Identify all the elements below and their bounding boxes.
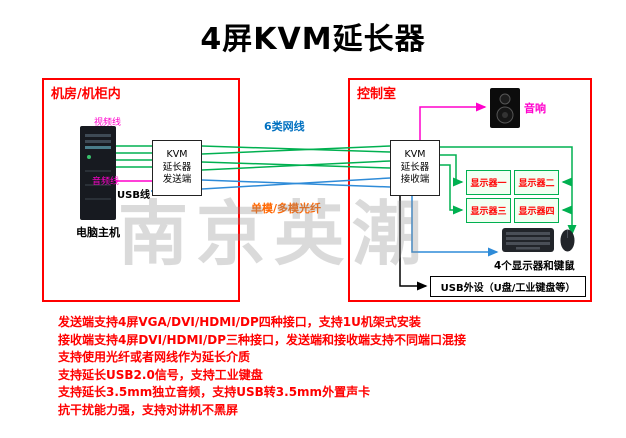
feature-line: 发送端支持4屏VGA/DVI/HDMI/DP四种接口，支持1U机架式安装 (58, 315, 421, 329)
kvm-transmitter-box: KVM 延长器 发送端 (152, 140, 202, 196)
audio-cable-label: 音频线 (92, 177, 120, 187)
room-control: 控制室 (348, 78, 592, 302)
speaker-label: 音响 (524, 102, 546, 115)
room-left-label: 机房/机柜内 (51, 87, 121, 102)
computer-tower-icon (80, 126, 116, 220)
displays-keyboard-mouse-label: 4个显示器和键鼠 (494, 260, 575, 272)
cat6-cable-label: 6类网线 (264, 120, 305, 133)
feature-list: 发送端支持4屏VGA/DVI/HDMI/DP四种接口，支持1U机架式安装 接收端… (58, 314, 466, 419)
feature-line: 支持延长3.5mm独立音频，支持USB转3.5mm外置声卡 (58, 385, 371, 399)
room-right-label: 控制室 (357, 87, 397, 102)
display-3: 显示器三 (466, 198, 511, 223)
usb-peripheral-box: USB外设（U盘/工业键盘等） (430, 276, 586, 297)
kvm-receiver-box: KVM 延长器 接收端 (390, 140, 440, 196)
feature-line: 接收端支持4屏DVI/HDMI/DP三种接口，发送端和接收端支持不同端口混接 (58, 332, 466, 347)
fiber-cable-label: 单模/多模光纤 (251, 202, 322, 215)
feature-line: 支持延长USB2.0信号，支持工业键盘 (58, 367, 263, 382)
speaker-icon (490, 88, 520, 128)
usb-cable-label: USB线 (116, 186, 151, 201)
feature-line: 抗干扰能力强，支持对讲机不黑屏 (58, 402, 239, 417)
page-title: 4屏KVM延长器 (200, 22, 426, 57)
display-1: 显示器一 (466, 170, 511, 195)
computer-label: 电脑主机 (76, 226, 120, 239)
room-machine-cabinet: 机房/机柜内 (42, 78, 240, 302)
display-2: 显示器二 (514, 170, 559, 195)
video-cable-label: 视频线 (94, 118, 122, 128)
mouse-icon (560, 229, 575, 252)
keyboard-icon (502, 228, 554, 252)
feature-line: 支持使用光纤或者网线作为延长介质 (58, 350, 251, 364)
display-4: 显示器四 (514, 198, 559, 223)
